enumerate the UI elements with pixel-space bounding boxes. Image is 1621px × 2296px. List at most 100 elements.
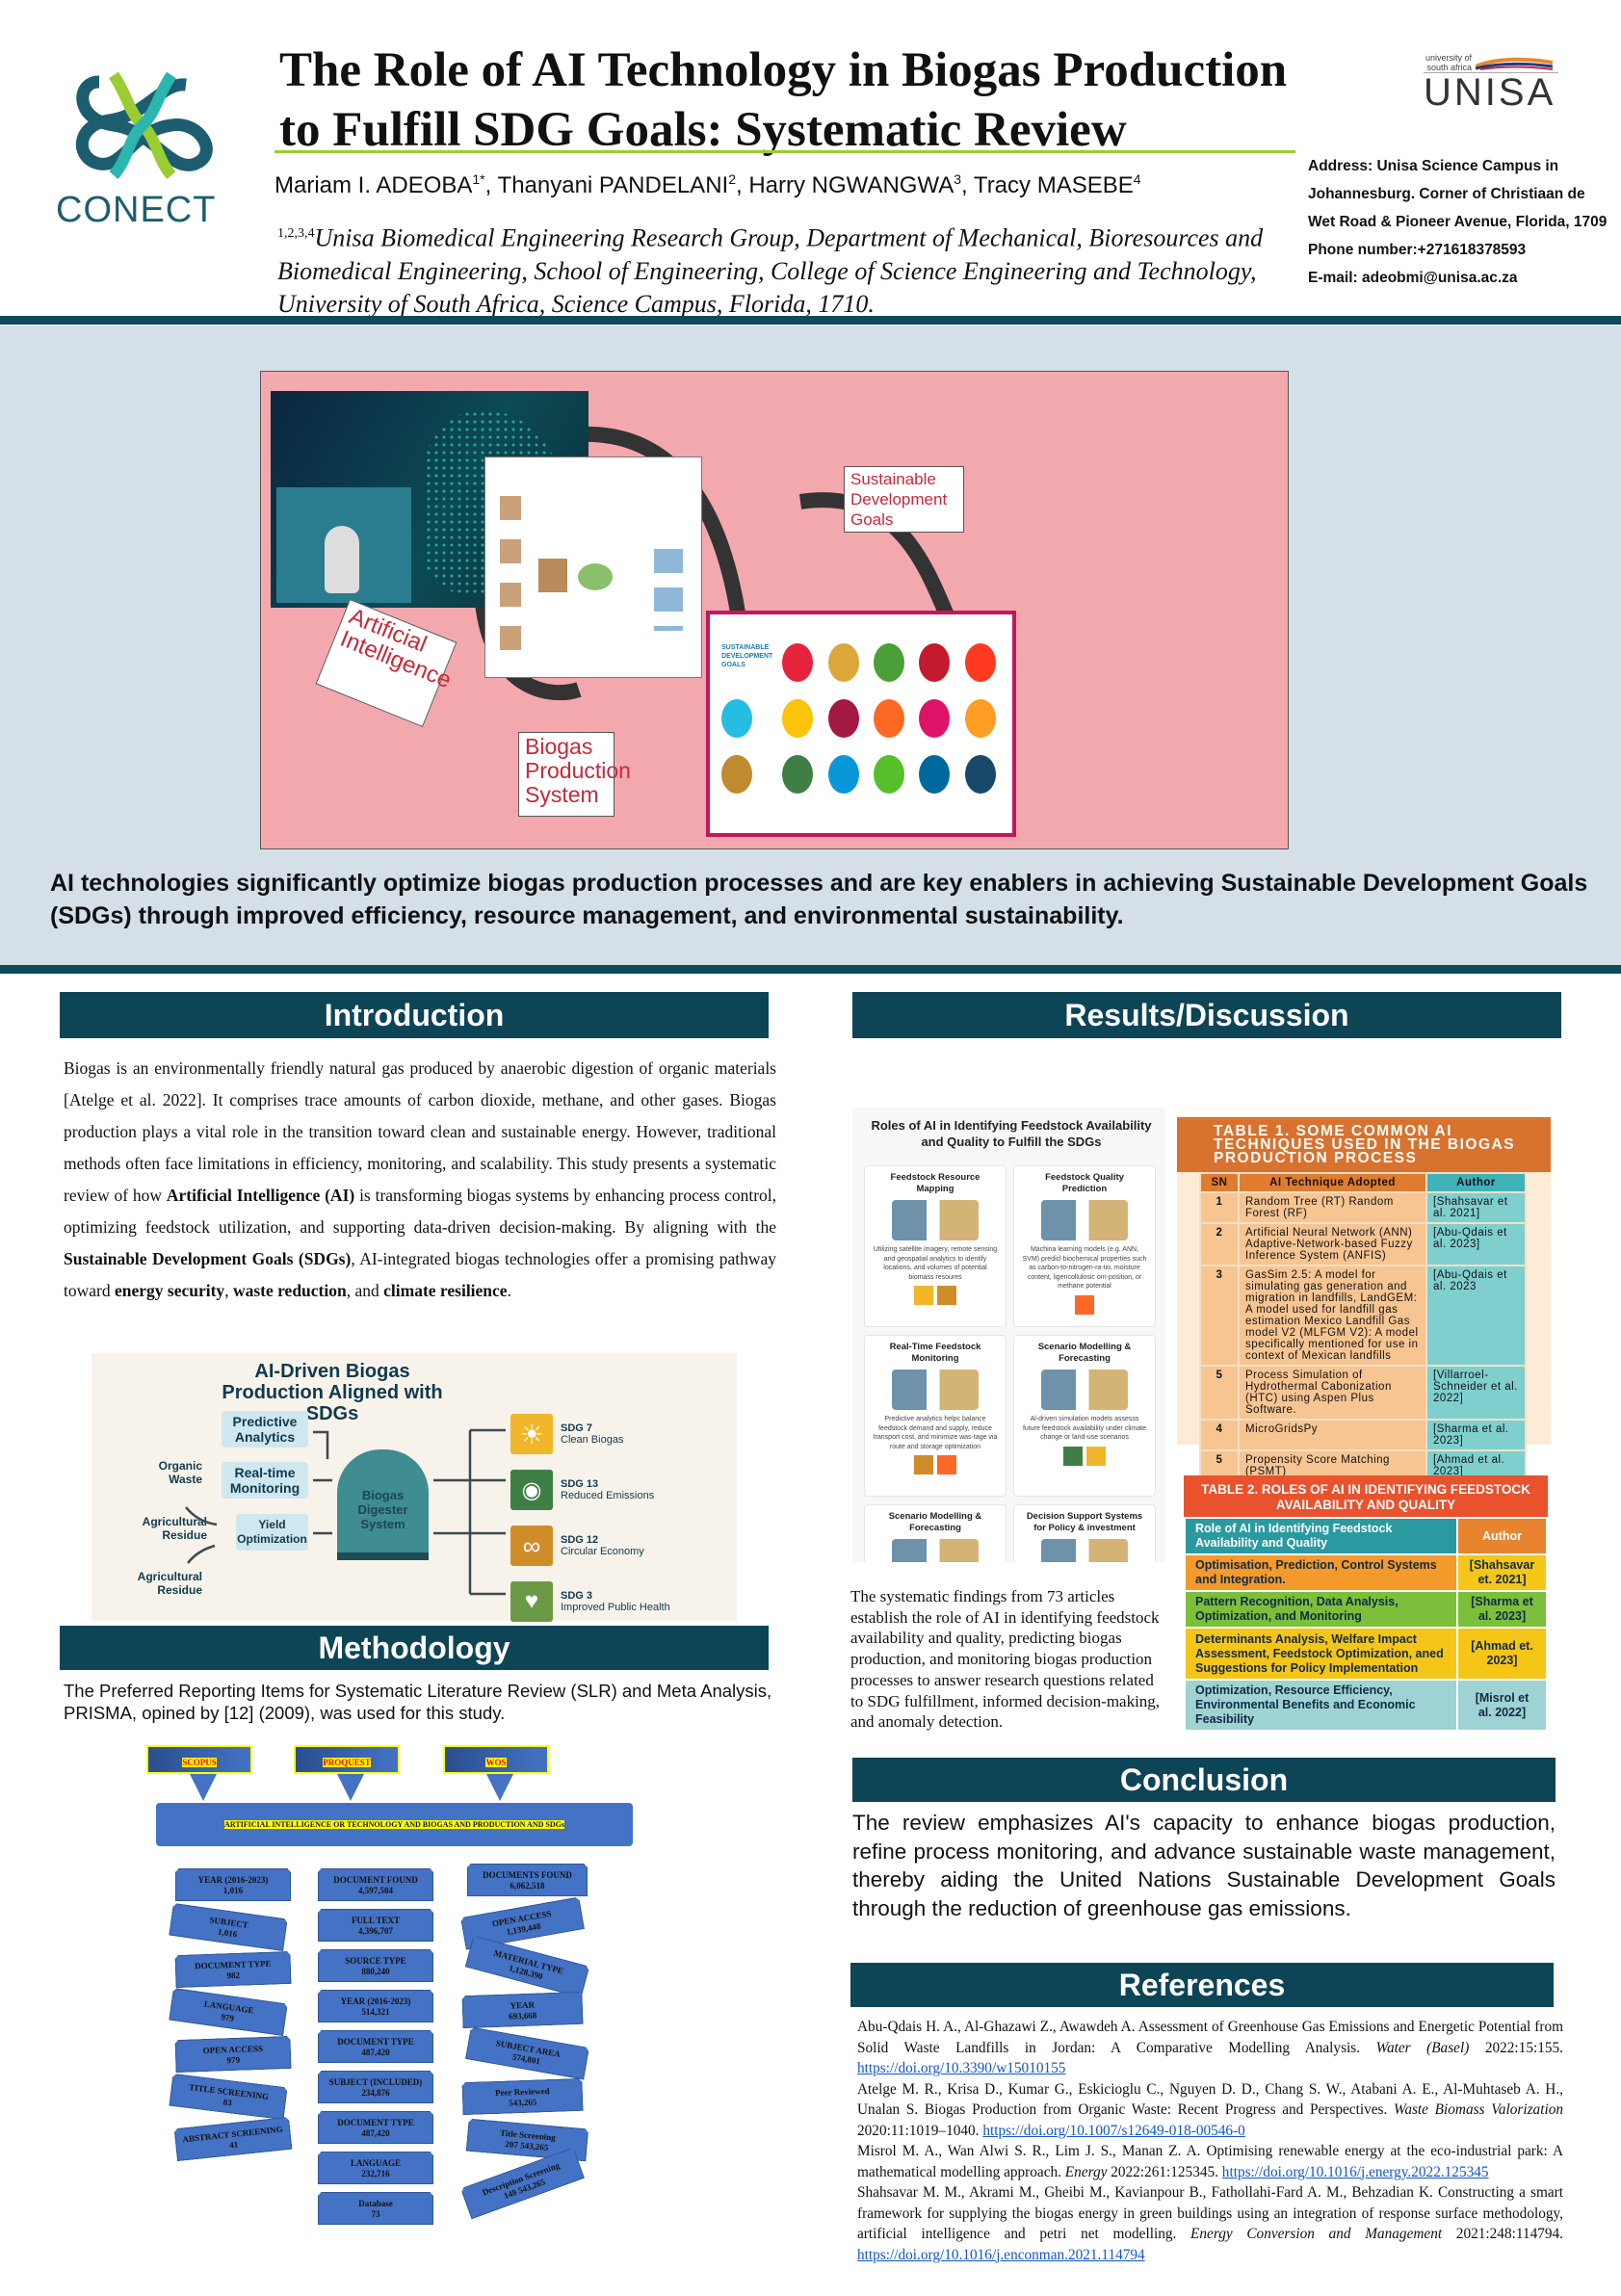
input-agricultural-residue: Agricultural Residue (137, 1570, 202, 1597)
table-1-header: Author (1425, 1172, 1527, 1193)
step-label: SOURCE TYPE (345, 1956, 406, 1966)
doi-link[interactable]: https://doi.org/10.1007/s12649-018-00546… (982, 2122, 1245, 2139)
ai-box-yield: Yield Optimization (236, 1514, 308, 1551)
step-label: LANGUAGE (350, 2158, 401, 2168)
introduction-text: Biogas is an environmentally friendly na… (64, 1058, 777, 1300)
table-2-cell: [Misrol et al. 2022] (1456, 1679, 1548, 1732)
step-count: 514,321 (361, 2007, 390, 2017)
down-arrow-icon (190, 1774, 217, 1801)
table-1-cell: [Abu-Qdais et al. 2023 (1425, 1265, 1527, 1367)
sdg-badge-icon (937, 1455, 956, 1474)
ai-box-predictive: Predictive Analytics (222, 1411, 308, 1448)
down-arrow-icon (486, 1774, 513, 1801)
step-label: YEAR (2016-2023) (340, 1996, 411, 2006)
sdg-badges (1022, 1292, 1147, 1319)
table-2-row: Optimisation, Prediction, Control System… (1184, 1553, 1548, 1592)
table-2-header: Role of AI in Identifying Feedstock Avai… (1184, 1517, 1458, 1555)
feedstock-icons (500, 477, 521, 660)
sdg-badges (873, 1451, 998, 1479)
step-label: YEAR (2016-2023) (197, 1875, 269, 1885)
table-2-header: Author (1456, 1517, 1548, 1555)
table-1-title: TABLE 1. SOME COMMON AI TECHNIQUES USED … (1177, 1117, 1551, 1172)
infographic-title: Roles of AI in Identifying Feedstock Ava… (871, 1118, 1152, 1149)
step-label: SUBJECT (INCLUDED) (328, 2077, 423, 2087)
table-2-row: Determinants Analysis, Welfare Impact As… (1184, 1627, 1548, 1681)
contact-address: Address: Unisa Science Campus in Johanne… (1308, 158, 1608, 230)
ai-image (271, 391, 588, 608)
reference-item: Misrol M. A., Wan Alwi S. R., Lim J. S.,… (857, 2143, 1563, 2180)
contact-phone: Phone number:+271618378593 (1308, 242, 1527, 258)
conclusion-text: The review emphasizes AI's capacity to e… (852, 1811, 1556, 1920)
infinity-icon: ∞ (510, 1526, 553, 1566)
reference-list: Abu-Qdais H. A., Al-Ghazawi Z., Awawdeh … (857, 2017, 1563, 2265)
card-title: Feedstock Quality Prediction (1045, 1172, 1124, 1194)
reference-item: Abu-Qdais H. A., Al-Ghazawi Z., Awawdeh … (857, 2019, 1563, 2076)
source-name: SCOPUS (182, 1758, 217, 1767)
table-1-cell: MicroGridsPy (1238, 1419, 1427, 1451)
source-name: WOS (485, 1758, 507, 1767)
step-count: 880,240 (361, 1967, 390, 1976)
card-illustration-icon (1041, 1539, 1128, 1562)
unisa-flag-swoosh-icon (1476, 57, 1553, 70)
source-banner: PROQUEST (294, 1745, 400, 1774)
sdg-badge-icon (1063, 1446, 1083, 1466)
step-label: DOCUMENT TYPE (337, 2118, 414, 2127)
references-heading: References (850, 1963, 1554, 2007)
card-illustration-icon (1041, 1200, 1128, 1240)
card-illustration-icon (892, 1200, 979, 1240)
doi-link[interactable]: https://doi.org/10.1016/j.energy.2022.12… (1221, 2163, 1489, 2180)
methodology-heading: Methodology (60, 1626, 769, 1670)
table-1-cell: [Villarroel-Schneider et al. 2022] (1425, 1365, 1527, 1421)
step-label: Database (358, 2199, 393, 2208)
sdg-panel-title: SUSTAINABLE DEVELOPMENT GOALS (721, 644, 773, 668)
figure-title: AI-Driven Biogas Production Aligned with… (222, 1361, 443, 1424)
header-divider (0, 316, 1621, 325)
unisa-logo-big: UNISA (1424, 72, 1558, 112)
heart-plus-icon: ♥ (510, 1581, 553, 1622)
table-2-cell: [Shahsavar et. 2021] (1456, 1553, 1548, 1592)
sdg-panel: SUSTAINABLE DEVELOPMENT GOALS (706, 611, 1016, 837)
conect-logo: CONECT (56, 67, 229, 241)
query-text: ARTIFICIAL INTELLIGENCE OR TECHNOLOGY AN… (224, 1820, 564, 1829)
results-heading: Results/Discussion (852, 992, 1561, 1038)
card-text: Machina learning models (e.g. ANN, SVM) … (1022, 1246, 1147, 1290)
contact-email[interactable]: E-mail: adeobmi@unisa.ac.za (1308, 270, 1518, 286)
doi-link[interactable]: https://doi.org/10.3390/w15010155 (857, 2060, 1066, 2076)
step-count: 487,420 (361, 2128, 390, 2138)
conect-logo-text: CONECT (56, 190, 217, 230)
biogas-bubble-icon (578, 563, 613, 590)
table-1-cell: 2 (1199, 1222, 1240, 1266)
author: Harry NGWANGWA (748, 172, 954, 198)
card-illustration-icon (892, 1370, 979, 1410)
robot-icon (325, 526, 359, 593)
digester-label: Biogas Digester System (357, 1488, 408, 1531)
poster-title: The Role of AI Technology in Biogas Prod… (279, 43, 1288, 157)
card-text: Al-driven simulation models assesss futu… (1022, 1416, 1146, 1441)
infographic-card: Decision Support Systems for Policy & in… (1013, 1504, 1156, 1562)
eye-globe-icon: ◉ (510, 1470, 553, 1510)
conclusion-heading: Conclusion (852, 1758, 1556, 1802)
unisa-logo: university of south africa UNISA (1424, 53, 1558, 112)
doi-link[interactable]: https://doi.org/10.1016/j.enconman.2021.… (857, 2246, 1145, 2263)
table-1: TABLE 1. SOME COMMON AI TECHNIQUES USED … (1177, 1117, 1551, 1482)
step-label: DOCUMENTS FOUND (483, 1870, 572, 1880)
table-1-cell: Artificial Neural Network (ANN) Adaptive… (1238, 1222, 1427, 1266)
